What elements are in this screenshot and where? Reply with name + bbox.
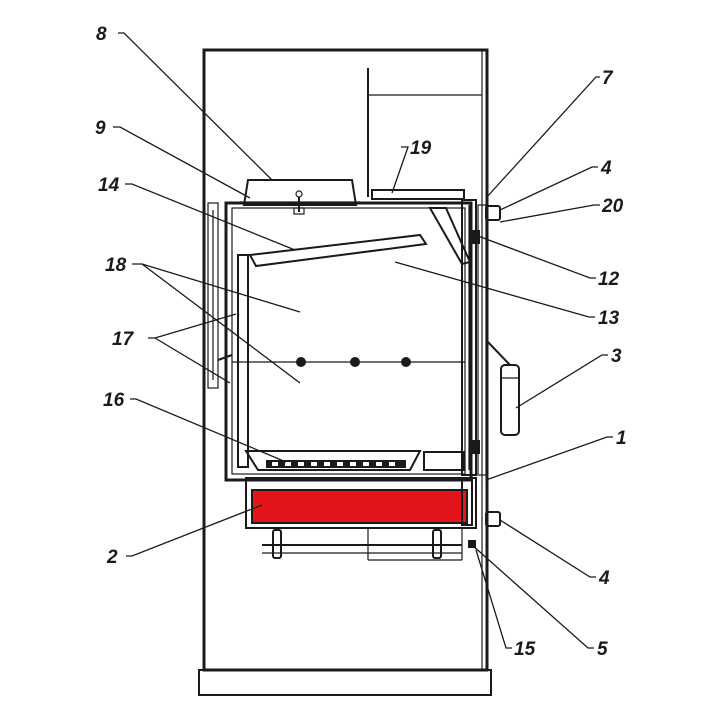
leader-lines xyxy=(113,32,613,649)
leader-18a xyxy=(132,263,301,313)
air-hole-2 xyxy=(350,357,360,367)
air-hole-3 xyxy=(401,357,411,367)
door-hinge-lower xyxy=(472,440,480,454)
label-1: 1 xyxy=(616,428,627,449)
grate-slots xyxy=(272,462,395,466)
deflector xyxy=(428,207,472,266)
label-5: 5 xyxy=(597,639,608,660)
foot-right xyxy=(432,529,442,559)
label-7: 7 xyxy=(602,68,614,89)
label-2: 2 xyxy=(106,547,118,568)
firebox xyxy=(207,201,473,482)
grate-bars xyxy=(266,460,406,468)
leader-18b xyxy=(141,263,301,384)
top-plate xyxy=(371,189,465,200)
ash-pan-assembly xyxy=(245,477,477,561)
leader-7 xyxy=(485,76,600,199)
label-4-top: 4 xyxy=(600,158,612,179)
front-door xyxy=(461,199,520,527)
leader-3 xyxy=(515,354,608,409)
cabinet xyxy=(198,48,492,696)
leader-14 xyxy=(125,183,296,251)
label-3: 3 xyxy=(611,346,622,367)
flue-area xyxy=(367,68,482,197)
handle-arm xyxy=(485,339,511,366)
air-hole-1 xyxy=(296,357,306,367)
upper-knob xyxy=(485,205,501,221)
leader-4-top xyxy=(499,166,598,211)
baffle xyxy=(248,207,472,268)
label-15: 15 xyxy=(514,639,536,660)
grate-support-block xyxy=(423,451,465,471)
grate xyxy=(244,450,465,471)
leader-8 xyxy=(118,32,273,181)
firebox-inner-wall xyxy=(231,207,466,475)
label-12: 12 xyxy=(598,269,620,290)
leader-9 xyxy=(113,126,251,199)
label-20: 20 xyxy=(601,196,624,217)
leader-19 xyxy=(391,146,409,194)
leader-5 xyxy=(471,544,594,649)
door-panel xyxy=(461,199,477,476)
leader-16 xyxy=(130,398,287,463)
side-liner-outer xyxy=(207,202,219,389)
door-handle xyxy=(500,364,520,436)
callout-labels: 8 9 14 18 17 16 2 7 19 4 20 12 13 3 1 4 … xyxy=(95,24,627,660)
door-seal xyxy=(468,540,476,548)
foot-left xyxy=(272,529,282,559)
label-14: 14 xyxy=(98,175,120,196)
leader-15 xyxy=(475,549,512,649)
ash-compartment xyxy=(245,477,477,529)
leader-1 xyxy=(485,436,613,481)
label-9: 9 xyxy=(95,118,106,139)
leader-12 xyxy=(477,235,596,279)
grate-frame xyxy=(244,450,422,471)
leader-20 xyxy=(499,204,600,223)
firebox-shell xyxy=(224,201,473,482)
baffle-plate xyxy=(248,233,428,268)
leader-17b xyxy=(154,337,231,384)
leader-17a xyxy=(148,313,237,339)
label-17: 17 xyxy=(112,329,135,350)
liner-bracket xyxy=(217,354,233,361)
flue-collar xyxy=(242,179,358,206)
baffle-edge xyxy=(249,254,257,267)
collar-bolt xyxy=(295,190,303,198)
label-4-bottom: 4 xyxy=(598,568,610,589)
ash-door xyxy=(461,479,473,526)
leader-13 xyxy=(394,261,595,318)
label-13: 13 xyxy=(598,308,620,329)
top-flue-collar xyxy=(240,179,360,215)
cabinet-base-plinth xyxy=(198,669,492,696)
leader-4-bottom xyxy=(499,519,596,578)
ash-pan xyxy=(251,489,468,524)
label-19: 19 xyxy=(410,138,432,159)
leader-2 xyxy=(126,504,263,557)
inner-liner-left xyxy=(237,254,249,468)
label-16: 16 xyxy=(103,390,125,411)
label-18: 18 xyxy=(105,255,127,276)
label-8: 8 xyxy=(96,24,107,45)
cabinet-body xyxy=(202,48,489,672)
door-hinge xyxy=(472,230,480,244)
lower-knob xyxy=(485,511,501,527)
